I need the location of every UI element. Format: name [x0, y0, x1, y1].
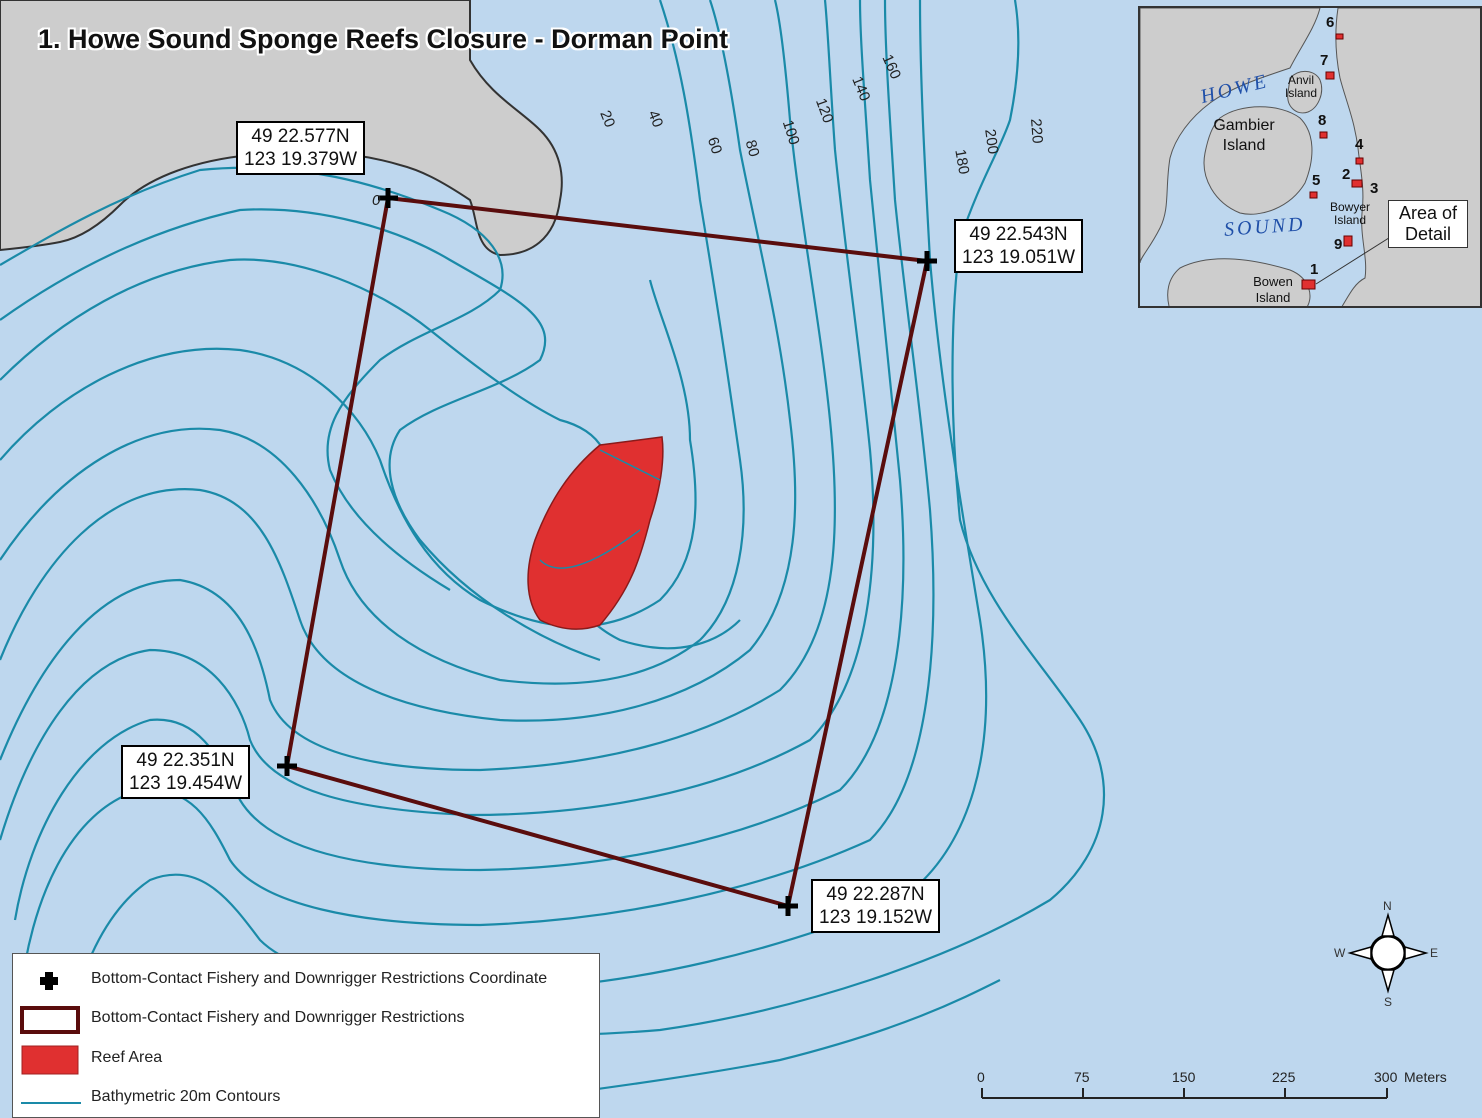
coordinate-markers — [277, 188, 937, 916]
scale-tick-label: 150 — [1172, 1069, 1196, 1085]
inset-land — [1287, 71, 1323, 114]
longitude: 123 19.051W — [962, 247, 1076, 268]
inset-locator-map: HOWE SOUND Gambier Island Anvil Island B… — [1138, 6, 1482, 308]
coordinate-label-sw: 49 22.351N 123 19.454W — [121, 745, 251, 799]
coordinate-marker — [277, 756, 297, 776]
contour-label: 200 — [981, 128, 1002, 156]
latitude: 49 22.287N — [826, 884, 925, 905]
contour-line-icon — [21, 1102, 81, 1104]
legend-label: Bathymetric 20m Contours — [91, 1088, 281, 1105]
contour-label: 220 — [1027, 118, 1046, 145]
inset-site-markers — [1301, 33, 1364, 290]
area-of-detail-label: Area of Detail — [1388, 200, 1468, 248]
reef-area — [527, 436, 664, 630]
site-number: 4 — [1355, 136, 1364, 153]
compass-w: W — [1334, 946, 1346, 960]
inset-label-bowyer: Bowyer Island — [1329, 200, 1370, 227]
latitude: 49 22.543N — [969, 224, 1068, 245]
site-number: 2 — [1342, 166, 1351, 183]
inset-land — [1203, 106, 1313, 215]
site-number: 6 — [1326, 14, 1335, 31]
legend-item-reef: Reef Area — [13, 1043, 599, 1075]
latitude: 49 22.351N — [136, 750, 235, 771]
scale-tick-label: 0 — [977, 1069, 985, 1085]
longitude: 123 19.152W — [819, 907, 933, 928]
coordinate-label-se: 49 22.287N 123 19.152W — [811, 879, 941, 933]
area-of-detail-leader — [1315, 235, 1393, 285]
site-number: 3 — [1370, 180, 1379, 197]
reef-inner-contour — [539, 449, 661, 569]
scale-tick-label: 75 — [1074, 1069, 1090, 1085]
compass-e: E — [1430, 946, 1439, 960]
contour-label: 0 — [372, 192, 381, 209]
map-title: 1. Howe Sound Sponge Reefs Closure - Dor… — [38, 24, 729, 54]
legend-label: Bottom-Contact Fishery and Downrigger Re… — [91, 1009, 465, 1026]
site-number: 9 — [1334, 236, 1343, 253]
legend: Bottom-Contact Fishery and Downrigger Re… — [12, 953, 600, 1118]
compass-s: S — [1384, 995, 1393, 1009]
boundary-box-icon — [20, 1006, 80, 1034]
inset-label-anvil: Anvil Island — [1284, 73, 1318, 100]
site-number: 5 — [1312, 172, 1321, 189]
scale-tick-label: 225 — [1272, 1069, 1296, 1085]
legend-item-contours: Bathymetric 20m Contours — [13, 1082, 599, 1114]
scale-tick-label: 300 — [1374, 1069, 1398, 1085]
cross-marker-icon — [40, 972, 58, 990]
longitude: 123 19.379W — [244, 149, 358, 170]
scale-bar — [981, 1088, 1388, 1099]
scale-unit-label: Meters — [1404, 1069, 1447, 1085]
latitude: 49 22.577N — [251, 126, 350, 147]
legend-label: Bottom-Contact Fishery and Downrigger Re… — [91, 970, 548, 987]
coordinate-label-ne: 49 22.543N 123 19.051W — [954, 219, 1084, 273]
site-number: 1 — [1310, 261, 1319, 278]
longitude: 123 19.454W — [129, 773, 243, 794]
legend-item-restrictions: Bottom-Contact Fishery and Downrigger Re… — [13, 1003, 599, 1035]
site-number: 8 — [1318, 112, 1327, 129]
legend-label: Reef Area — [91, 1049, 163, 1066]
coordinate-marker — [378, 188, 398, 208]
reef-swatch-icon — [21, 1045, 79, 1075]
site-number: 7 — [1320, 52, 1329, 69]
coordinate-marker — [917, 251, 937, 271]
inset-land — [1140, 8, 1321, 264]
coordinate-label-nw: 49 22.577N 123 19.379W — [236, 121, 366, 175]
inset-label-gambier: Gambier Island — [1213, 117, 1275, 154]
inset-label-bowen: Bowen Island — [1253, 274, 1293, 305]
legend-item-coordinate: Bottom-Contact Fishery and Downrigger Re… — [13, 964, 599, 996]
compass-n: N — [1383, 899, 1392, 913]
coordinate-marker — [778, 896, 798, 916]
north-arrow-icon — [1347, 912, 1429, 994]
